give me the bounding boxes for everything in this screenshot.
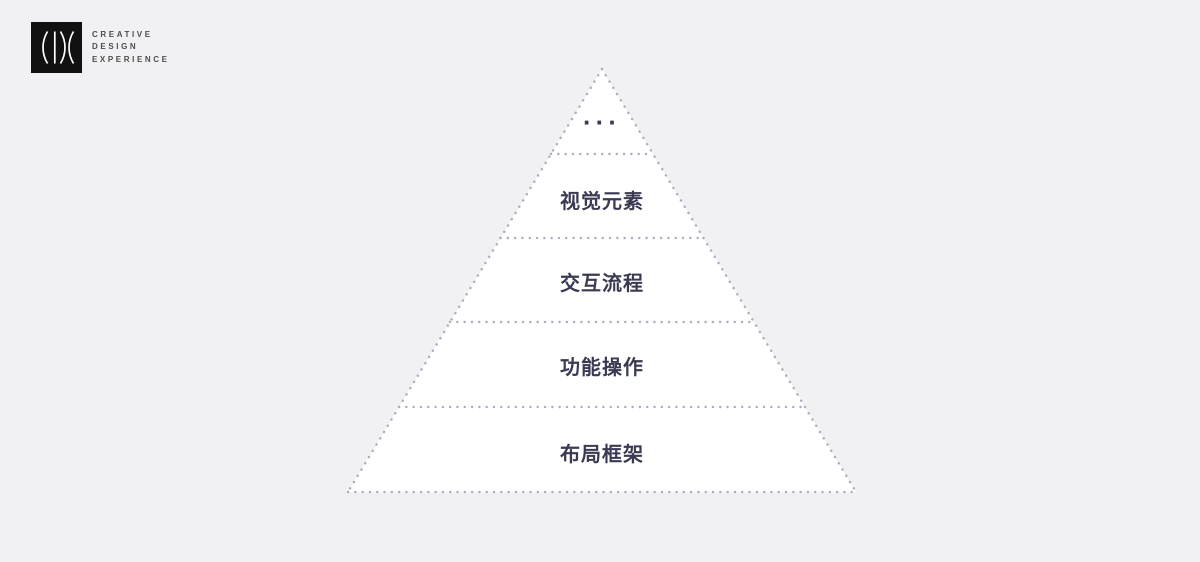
logo-text-line: DESIGN [92, 42, 139, 52]
pyramid-level-label: 功能操作 [560, 357, 644, 379]
pyramid-level-label: 交互流程 [560, 273, 644, 295]
pyramid-level-shape [399, 322, 805, 407]
pyramid-level-shape [450, 238, 754, 322]
pyramid-level-shape [348, 407, 856, 492]
pyramid-level-shape [551, 69, 653, 154]
cdc-logomark-icon [31, 22, 82, 73]
pyramid-level-label: 视觉元素 [560, 191, 644, 213]
logo-text-line: EXPERIENCE [92, 54, 170, 64]
logo-wordmark: CREATIVE DESIGN EXPERIENCE [92, 29, 170, 67]
logo-text-line: CREATIVE [92, 29, 153, 39]
pyramid-level-label: ··· [583, 107, 621, 137]
pyramid-level-shape [500, 154, 704, 238]
pyramid-level-label: 布局框架 [560, 444, 644, 466]
cdc-logo: CREATIVE DESIGN EXPERIENCE [31, 22, 170, 73]
